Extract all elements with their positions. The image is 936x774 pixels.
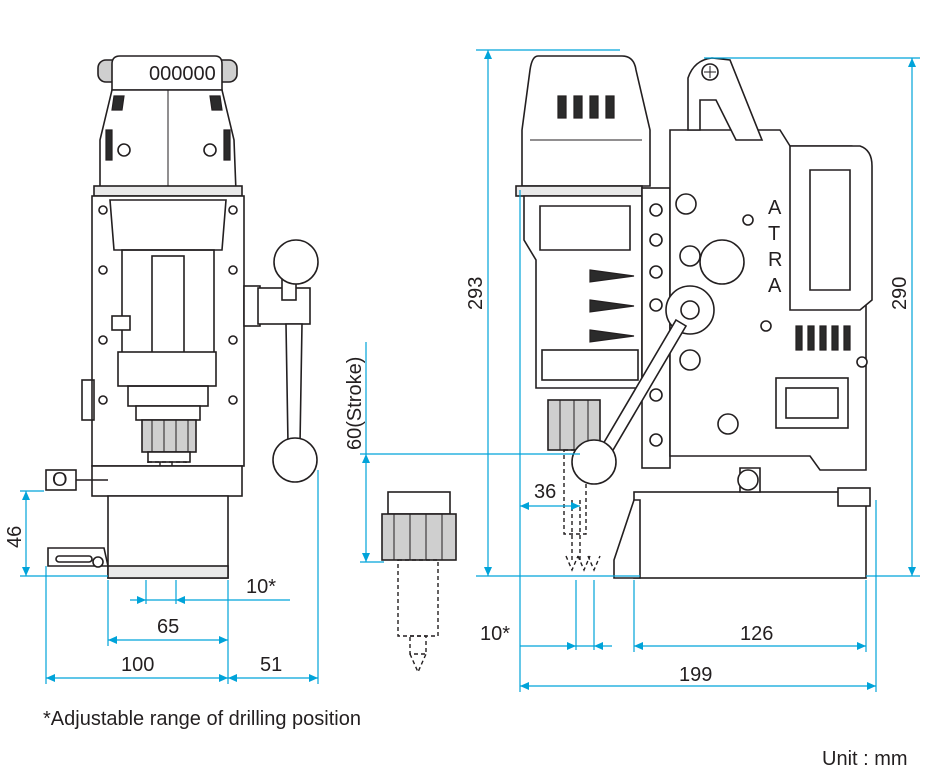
stroke-detail-cutter (381, 491, 457, 674)
dim-total-height: 293 (465, 277, 487, 310)
dim-handle-offset: 51 (260, 654, 282, 676)
dim-base-height: 46 (4, 526, 26, 548)
dimension-lines (20, 49, 920, 692)
motor-label: 000000 (149, 63, 216, 85)
dim-spindle-offset: 36 (534, 481, 556, 503)
dim-center-to-base-end: 65 (157, 616, 179, 638)
dim-stroke: 60(Stroke) (344, 357, 366, 450)
dim-left-base-length: 100 (121, 654, 154, 676)
dimension-labels: 46 10* 65 100 51 60(Stroke) 293 290 36 1… (4, 277, 911, 686)
dim-right-base-length: 126 (740, 623, 773, 645)
brand-letter-4: A (768, 275, 782, 297)
dim-left-drill-offset: 10* (246, 576, 276, 598)
unit-label: Unit : mm (822, 748, 908, 770)
dim-right-drill-offset: 10* (480, 623, 510, 645)
front-view-drill: 000000 (45, 55, 319, 579)
footnote: *Adjustable range of drilling position (43, 708, 361, 730)
brand-letter-2: T (768, 223, 780, 245)
dim-body-height: 290 (889, 277, 911, 310)
svg-text:O: O (52, 469, 68, 491)
side-view-drill: A T R A (515, 55, 873, 579)
dim-total-length: 199 (679, 664, 712, 686)
brand-letter-3: R (768, 249, 782, 271)
brand-letter-1: A (768, 197, 782, 219)
